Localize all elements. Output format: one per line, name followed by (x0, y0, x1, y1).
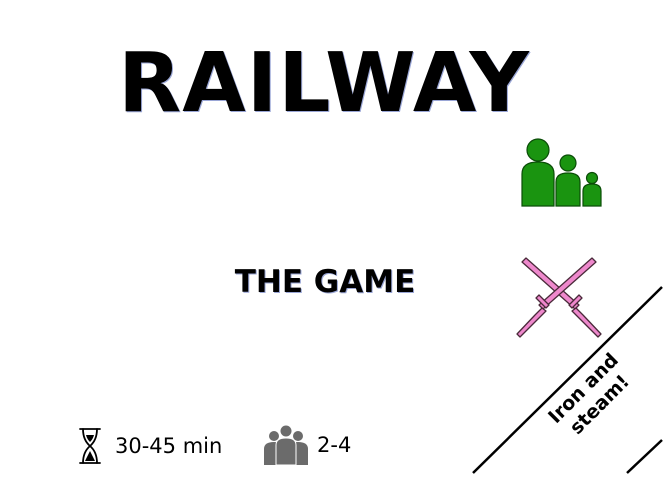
hourglass-icon (79, 428, 101, 464)
player-group-icon (521, 138, 602, 207)
player-count: 2-4 (264, 424, 351, 466)
people-group-icon (264, 425, 308, 465)
game-subtitle: THE GAME (234, 264, 416, 300)
player-count-label: 2-4 (317, 433, 352, 457)
game-title: RAILWAY (118, 36, 530, 131)
corner-banner-text: Iron and steam! (544, 349, 634, 439)
play-time-label: 30-45 min (115, 434, 223, 458)
play-time: 30-45 min (78, 426, 222, 466)
crossed-swords-icon (516, 257, 602, 338)
